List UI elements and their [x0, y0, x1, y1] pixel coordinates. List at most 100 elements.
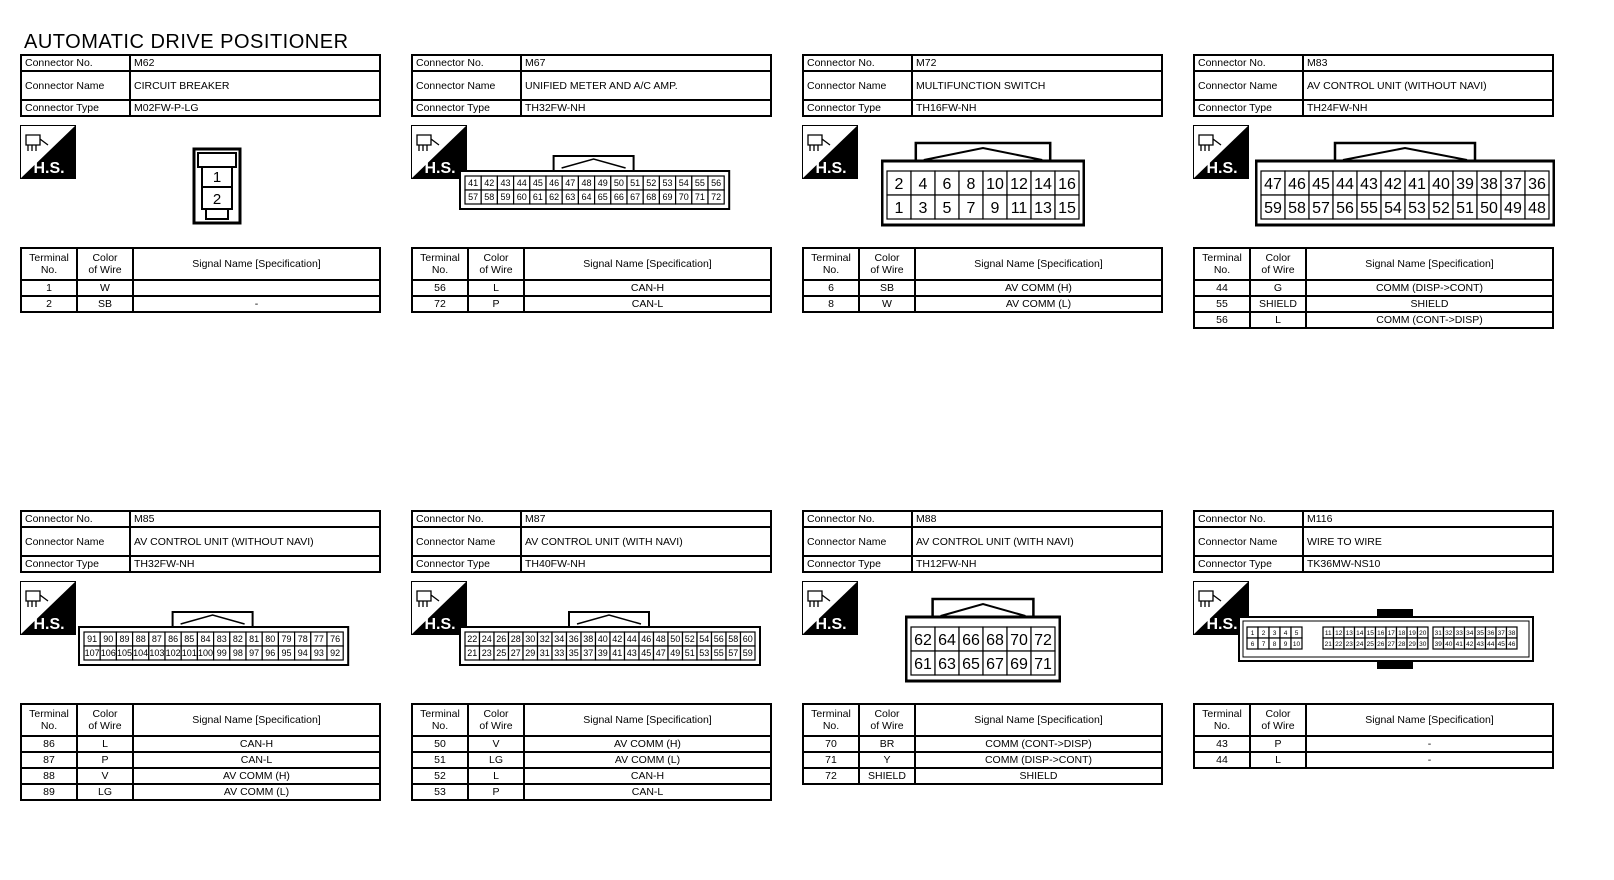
pin-number: 21 [467, 648, 477, 658]
pin-number: 25 [496, 648, 506, 658]
pin-number: 43 [1477, 641, 1485, 648]
pin-number: 32 [540, 634, 550, 644]
pin-number: 42 [612, 634, 622, 644]
pin-number: 41 [468, 178, 478, 188]
pin-cell [1308, 194, 1334, 220]
pin-number: 8 [1273, 641, 1277, 648]
signal-name: - [132, 295, 381, 313]
signal-header: Signal Name [Specification] [523, 247, 772, 281]
pin-cell [1356, 170, 1382, 196]
connector-name-label: Connector Name [1193, 526, 1304, 557]
pin-number: 49 [670, 648, 680, 658]
pin-number: 68 [986, 632, 1004, 649]
pin-cell [934, 194, 960, 220]
pin-number: 5 [1295, 630, 1299, 637]
pin-cell [1505, 637, 1518, 650]
pin-number: 89 [119, 634, 129, 644]
pin-cell [1500, 170, 1526, 196]
wire-color: W [76, 279, 134, 297]
pin-number: 49 [598, 178, 608, 188]
pin-number: 37 [1504, 176, 1522, 193]
pin-number: 94 [298, 648, 308, 658]
pin-number: 67 [630, 192, 640, 202]
pin-number: 23 [482, 648, 492, 658]
signal-name: COMM (CONT->DISP) [1305, 311, 1554, 329]
pin-number: 82 [233, 634, 243, 644]
pin-number: 53 [699, 648, 709, 658]
connector-no-value: M87 [520, 510, 772, 528]
pin-number: 41 [612, 648, 622, 658]
pin-number: 57 [1312, 200, 1330, 217]
pin-number: 72 [1034, 632, 1052, 649]
terminal-no: 50 [411, 735, 469, 753]
connector-name-value: MULTIFUNCTION SWITCH [911, 70, 1163, 101]
connector-no-value: M62 [129, 54, 381, 72]
connector-name-label: Connector Name [20, 526, 131, 557]
hs-label: H.S. [815, 160, 846, 177]
pin-number: 36 [1528, 176, 1546, 193]
terminal-no: 43 [1193, 735, 1251, 753]
wire-color: Y [858, 751, 916, 769]
connector-name-value: CIRCUIT BREAKER [129, 70, 381, 101]
pin-number: 95 [281, 648, 291, 658]
pin-cell [739, 645, 756, 661]
pin-number: 97 [249, 648, 259, 658]
wire-color: P [467, 295, 525, 313]
pin-number: 50 [614, 178, 624, 188]
signal-name [132, 279, 381, 297]
wire-color: L [467, 767, 525, 785]
pin-number: 52 [685, 634, 695, 644]
pin-number: 16 [1377, 630, 1385, 637]
signal-name: COMM (DISP->CONT) [914, 751, 1163, 769]
pin-cell [886, 170, 912, 196]
terminal-no: 8 [802, 295, 860, 313]
connector-type-value: TH40FW-NH [520, 555, 772, 573]
pin-number: 50 [1480, 200, 1498, 217]
wire-color: LG [467, 751, 525, 769]
pin-number: 2 [895, 176, 904, 193]
pin-cell [886, 194, 912, 220]
pin-cell [958, 650, 984, 676]
signal-name: AV COMM (H) [132, 767, 381, 785]
wire-color: L [76, 735, 134, 753]
pin-number: 46 [641, 634, 651, 644]
pin-number: 4 [1284, 630, 1288, 637]
pin-cell [1030, 626, 1056, 652]
pin-number: 35 [1477, 630, 1485, 637]
pin-cell [910, 650, 936, 676]
pin-cell [1524, 194, 1550, 220]
connector-no-label: Connector No. [20, 54, 131, 72]
pin-number: 15 [1058, 200, 1076, 217]
pin-number: 7 [1262, 641, 1266, 648]
pin-number: 46 [1288, 176, 1306, 193]
terminal-no: 88 [20, 767, 78, 785]
wire-color: L [1249, 311, 1307, 329]
pin-cell [1416, 637, 1429, 650]
connector-name-value: UNIFIED METER AND A/C AMP. [520, 70, 772, 101]
signal-name: AV COMM (L) [132, 783, 381, 801]
pin-number: 9 [1284, 641, 1288, 648]
pin-number: 107 [85, 648, 100, 658]
pin-number: 42 [484, 178, 494, 188]
pin-number: 54 [1384, 200, 1402, 217]
pin-number: 10 [986, 176, 1004, 193]
pin-number: 45 [1312, 176, 1330, 193]
